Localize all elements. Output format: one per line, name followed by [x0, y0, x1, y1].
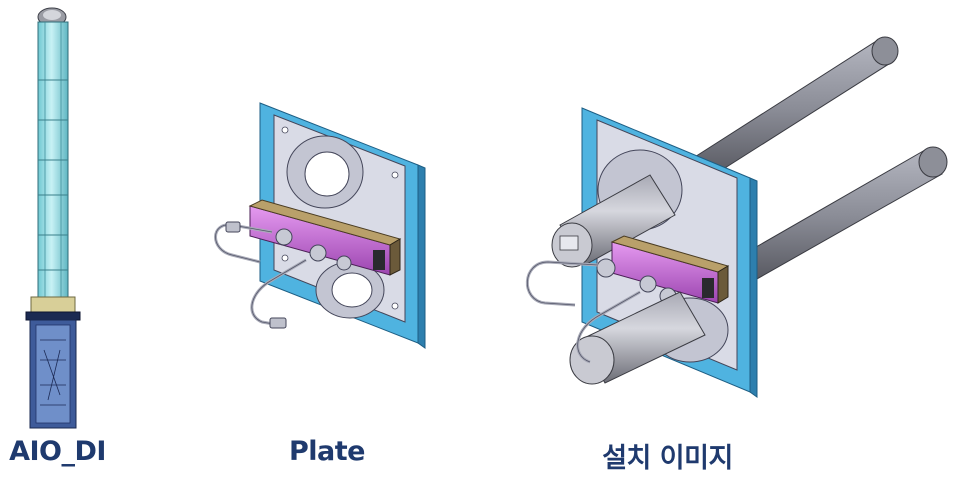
caption-plate: Plate [289, 436, 365, 467]
plate-drawing [214, 102, 426, 349]
aio-di-probe-drawing [25, 7, 81, 429]
installation-drawing [525, 36, 948, 398]
caption-installation-image: 설치 이미지 [602, 443, 733, 474]
caption-aio-di: AIO_DI [9, 436, 106, 467]
